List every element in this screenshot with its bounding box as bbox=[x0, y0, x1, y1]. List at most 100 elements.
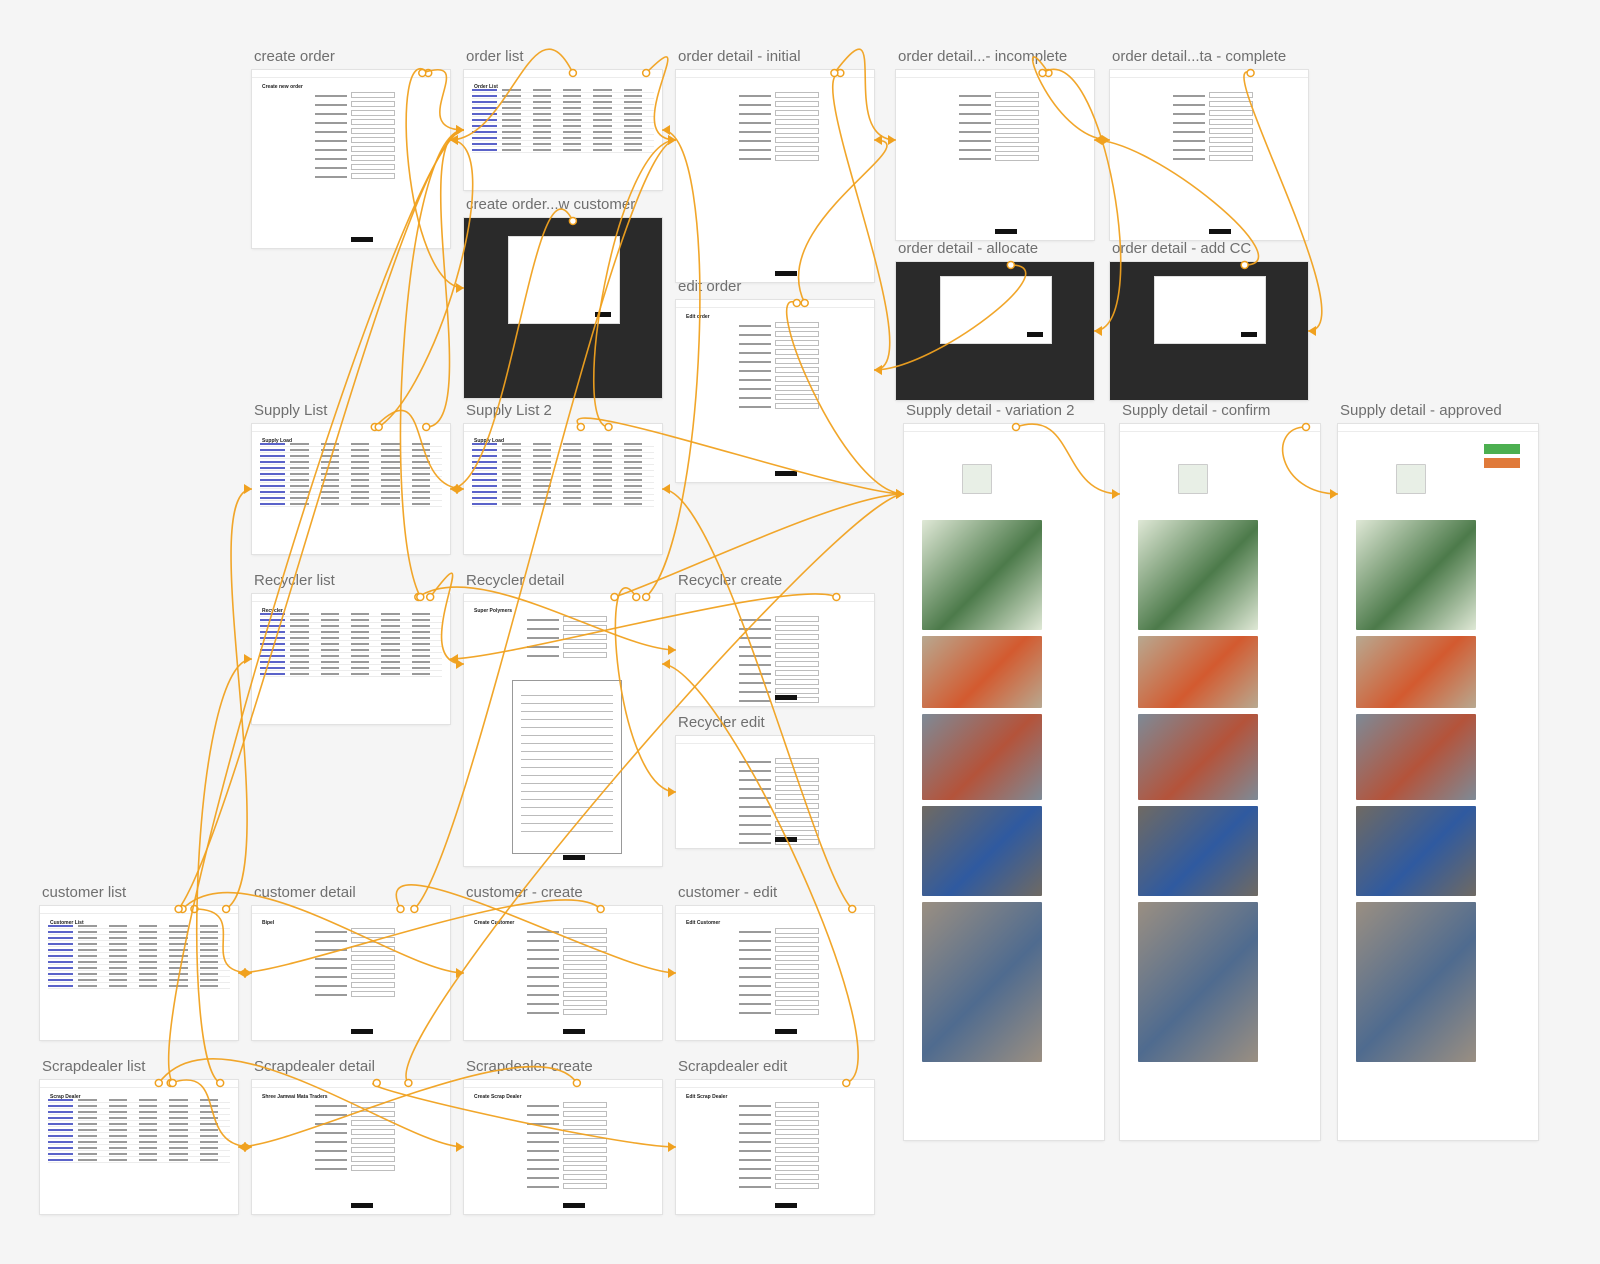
row-link[interactable] bbox=[472, 455, 498, 457]
field-input[interactable] bbox=[775, 1009, 819, 1015]
field-input[interactable] bbox=[775, 794, 819, 800]
row-link[interactable] bbox=[472, 443, 498, 445]
field-input[interactable] bbox=[995, 128, 1039, 134]
row-link[interactable] bbox=[260, 625, 286, 627]
submit-button[interactable] bbox=[351, 1029, 373, 1034]
field-input[interactable] bbox=[995, 110, 1039, 116]
field-input[interactable] bbox=[775, 758, 819, 764]
field-input[interactable] bbox=[563, 1147, 607, 1153]
submit-button[interactable] bbox=[1209, 229, 1231, 234]
row-link[interactable] bbox=[260, 455, 286, 457]
row-link[interactable] bbox=[48, 1111, 74, 1113]
field-input[interactable] bbox=[775, 376, 819, 382]
field-input[interactable] bbox=[351, 1111, 395, 1117]
field-input[interactable] bbox=[775, 1165, 819, 1171]
field-input[interactable] bbox=[775, 385, 819, 391]
frame-order-detail-allocate[interactable] bbox=[896, 262, 1094, 400]
row-link[interactable] bbox=[260, 667, 286, 669]
submit-button[interactable] bbox=[995, 229, 1017, 234]
submit-button[interactable] bbox=[563, 1203, 585, 1208]
frame-order-detail-complete[interactable] bbox=[1110, 70, 1308, 240]
load-photo[interactable] bbox=[1138, 902, 1258, 1062]
field-input[interactable] bbox=[351, 937, 395, 943]
field-input[interactable] bbox=[563, 991, 607, 997]
load-photo[interactable] bbox=[1356, 902, 1476, 1062]
row-link[interactable] bbox=[48, 943, 74, 945]
row-link[interactable] bbox=[260, 619, 286, 621]
row-link[interactable] bbox=[472, 89, 498, 91]
frame-order-list[interactable]: Order List bbox=[464, 70, 662, 190]
field-input[interactable] bbox=[563, 1183, 607, 1189]
field-input[interactable] bbox=[775, 1000, 819, 1006]
frame-scrapdealer-list[interactable]: Scrap Dealer bbox=[40, 1080, 238, 1214]
row-link[interactable] bbox=[260, 503, 286, 505]
field-input[interactable] bbox=[351, 101, 395, 107]
frame-customer-list[interactable]: Customer List bbox=[40, 906, 238, 1040]
row-link[interactable] bbox=[48, 1099, 74, 1101]
field-input[interactable] bbox=[351, 1102, 395, 1108]
row-link[interactable] bbox=[260, 449, 286, 451]
field-input[interactable] bbox=[775, 340, 819, 346]
submit-button[interactable] bbox=[775, 837, 797, 842]
row-link[interactable] bbox=[48, 949, 74, 951]
field-input[interactable] bbox=[775, 394, 819, 400]
submit-button[interactable] bbox=[351, 237, 373, 242]
field-input[interactable] bbox=[775, 688, 819, 694]
field-input[interactable] bbox=[995, 155, 1039, 161]
field-input[interactable] bbox=[351, 991, 395, 997]
field-input[interactable] bbox=[775, 146, 819, 152]
frame-recycler-create[interactable] bbox=[676, 594, 874, 706]
frame-create-order[interactable]: Create new order bbox=[252, 70, 450, 248]
row-link[interactable] bbox=[48, 1147, 74, 1149]
load-photo[interactable] bbox=[1356, 636, 1476, 708]
row-link[interactable] bbox=[48, 1153, 74, 1155]
frame-order-detail-add-cc[interactable] bbox=[1110, 262, 1308, 400]
field-input[interactable] bbox=[775, 1156, 819, 1162]
field-input[interactable] bbox=[1209, 146, 1253, 152]
field-input[interactable] bbox=[775, 1111, 819, 1117]
field-input[interactable] bbox=[563, 1009, 607, 1015]
field-input[interactable] bbox=[775, 128, 819, 134]
load-photo[interactable] bbox=[1138, 806, 1258, 896]
field-input[interactable] bbox=[563, 928, 607, 934]
row-link[interactable] bbox=[260, 473, 286, 475]
field-input[interactable] bbox=[775, 830, 819, 836]
row-link[interactable] bbox=[260, 631, 286, 633]
field-input[interactable] bbox=[563, 982, 607, 988]
submit-button[interactable] bbox=[775, 695, 797, 700]
frame-scrapdealer-detail[interactable]: Shree Jamwai Mata Traders bbox=[252, 1080, 450, 1214]
field-input[interactable] bbox=[775, 101, 819, 107]
frame-customer-edit[interactable]: Edit Customer bbox=[676, 906, 874, 1040]
row-link[interactable] bbox=[472, 143, 498, 145]
field-input[interactable] bbox=[351, 1120, 395, 1126]
load-photo[interactable] bbox=[922, 636, 1042, 708]
field-input[interactable] bbox=[775, 403, 819, 409]
field-input[interactable] bbox=[775, 1138, 819, 1144]
field-input[interactable] bbox=[775, 322, 819, 328]
row-link[interactable] bbox=[48, 1159, 74, 1161]
submit-button[interactable] bbox=[775, 1203, 797, 1208]
row-link[interactable] bbox=[260, 613, 286, 615]
frame-supply-detail-approved[interactable] bbox=[1338, 424, 1538, 1140]
field-input[interactable] bbox=[351, 137, 395, 143]
field-input[interactable] bbox=[563, 1120, 607, 1126]
frame-scrapdealer-edit[interactable]: Edit Scrap Dealer bbox=[676, 1080, 874, 1214]
approve-button[interactable] bbox=[1484, 458, 1520, 468]
field-input[interactable] bbox=[351, 1156, 395, 1162]
row-link[interactable] bbox=[472, 101, 498, 103]
row-link[interactable] bbox=[260, 637, 286, 639]
field-input[interactable] bbox=[351, 164, 395, 170]
frame-supply-detail-confirm[interactable] bbox=[1120, 424, 1320, 1140]
load-photo[interactable] bbox=[1356, 714, 1476, 800]
field-input[interactable] bbox=[563, 616, 607, 622]
row-link[interactable] bbox=[48, 1141, 74, 1143]
row-link[interactable] bbox=[48, 985, 74, 987]
field-input[interactable] bbox=[351, 928, 395, 934]
field-input[interactable] bbox=[1209, 155, 1253, 161]
field-input[interactable] bbox=[775, 946, 819, 952]
field-input[interactable] bbox=[563, 1129, 607, 1135]
frame-edit-order[interactable]: Edit order bbox=[676, 300, 874, 482]
field-input[interactable] bbox=[775, 812, 819, 818]
field-input[interactable] bbox=[775, 119, 819, 125]
field-input[interactable] bbox=[563, 946, 607, 952]
